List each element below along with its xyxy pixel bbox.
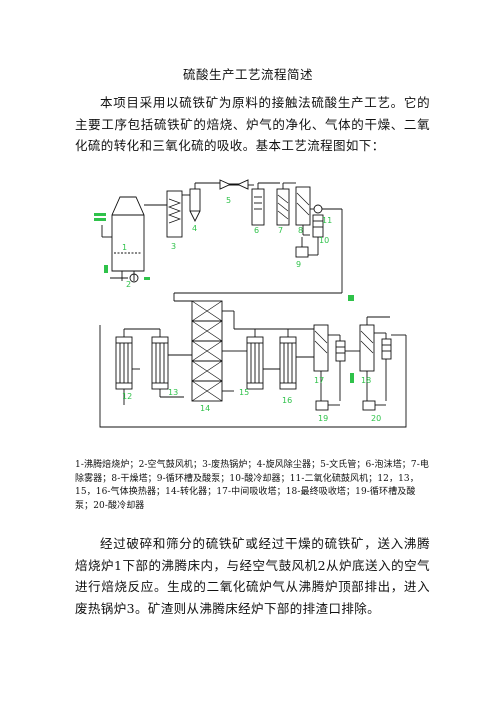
circulation-tank-19b (362, 400, 386, 411)
page-title: 硫酸生产工艺流程简述 (182, 67, 313, 82)
diagram-legend: 1-沸腾焙烧炉；2-空气鼓风机；3-废热锅炉；4-旋风除尘器；5-文氏管；6-泡… (75, 460, 429, 511)
foam-tower (251, 182, 280, 226)
label-16: 16 (282, 396, 292, 405)
label-6: 6 (254, 226, 259, 235)
gas-heat-exchanger-15 (234, 329, 280, 390)
label-1: 1 (122, 243, 127, 252)
acid-cooler-10 (308, 214, 324, 256)
label-20: 20 (371, 414, 381, 423)
gas-heat-exchanger-13 (151, 329, 192, 398)
label-17: 17 (314, 376, 324, 385)
roaster-furnace (101, 196, 145, 281)
acid-cooler-20a (328, 334, 346, 401)
converter-14 (173, 293, 234, 402)
drying-tower (295, 186, 311, 236)
label-10: 10 (319, 236, 329, 245)
label-11: 11 (322, 216, 332, 225)
label-5: 5 (226, 196, 231, 205)
intermediate-absorption-tower-17 (313, 324, 329, 401)
label-2: 2 (126, 280, 131, 289)
so2-blower (310, 204, 342, 214)
label-9: 9 (296, 260, 301, 269)
label-14: 14 (200, 404, 210, 413)
body-paragraph: 经过破碎和筛分的硫铁矿或经过干燥的硫铁矿，送入沸腾焙烧炉1下部的沸腾床内，与经空… (75, 536, 430, 616)
label-18: 18 (361, 376, 371, 385)
equipment-markers (94, 213, 354, 383)
label-13: 13 (168, 388, 178, 397)
process-flow-diagram: 1 2 3 4 5 6 7 8 9 10 11 12 13 14 15 16 1… (94, 179, 407, 428)
air-blower (110, 273, 139, 283)
waste-heat-boiler (144, 190, 183, 238)
gas-heat-exchanger-16 (279, 329, 314, 390)
label-19: 19 (318, 414, 328, 423)
venturi-tube (219, 179, 254, 190)
label-7: 7 (278, 226, 283, 235)
acid-cooler-20b (374, 332, 406, 401)
label-15: 15 (239, 388, 249, 397)
final-absorption-tower-18 (345, 316, 390, 401)
gas-heat-exchanger-12 (115, 329, 140, 405)
label-3: 3 (171, 242, 176, 251)
label-4: 4 (192, 224, 197, 233)
circulation-tank-9 (295, 237, 309, 258)
label-12: 12 (122, 392, 132, 401)
label-8: 8 (298, 226, 303, 235)
cyclone-separator (182, 182, 220, 223)
intro-paragraph: 本项目采用以硫铁矿为原料的接触法硫酸生产工艺。它的主要工序包括硫铁矿的焙烧、炉气… (75, 95, 430, 153)
circulation-tank-19a (315, 400, 340, 411)
mist-precipitator (276, 182, 296, 226)
